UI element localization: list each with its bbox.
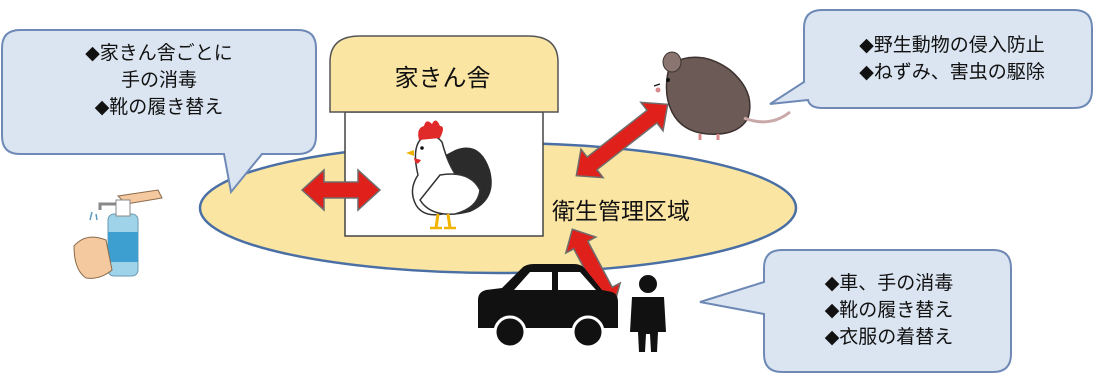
callout-wildlife: ◆野生動物の侵入防止 ◆ねずみ、害虫の駆除 <box>828 32 1076 86</box>
arrow-coop-left <box>300 168 382 212</box>
callout-vehicle-people-bubble <box>699 249 1012 373</box>
callout-line: ◆靴の履き替え <box>824 299 954 321</box>
callout-wildlife-bubble <box>769 9 1093 109</box>
hand-sanitizer-icon <box>73 189 163 279</box>
poultry-house-roof <box>329 35 559 113</box>
arrow-zone-rat <box>575 101 669 179</box>
person-icon <box>630 275 666 352</box>
chicken-icon <box>406 120 492 230</box>
callout-line: ◆野生動物の侵入防止 <box>859 34 1045 56</box>
callout-line: ◆家きん舎ごとに <box>85 42 233 64</box>
callout-coop-hygiene: ◆家きん舎ごとに 手の消毒 ◆靴の履き替え <box>40 40 278 121</box>
hygiene-zone-label: 衛生管理区域 <box>552 199 690 225</box>
rat-icon <box>653 51 791 140</box>
callout-line: ◆靴の履き替え <box>94 96 224 118</box>
callout-coop-hygiene-bubble <box>1 29 317 195</box>
callout-line: ◆車、手の消毒 <box>824 272 954 294</box>
callout-line: ◆衣服の着替え <box>824 326 954 348</box>
callout-line: 手の消毒 <box>120 69 197 91</box>
callout-vehicle-people: ◆車、手の消毒 ◆靴の履き替え ◆衣服の着替え <box>782 270 996 351</box>
car-icon <box>478 264 618 349</box>
poultry-house-title: 家きん舎 <box>394 64 491 92</box>
callout-line: ◆ねずみ、害虫の駆除 <box>859 61 1045 83</box>
